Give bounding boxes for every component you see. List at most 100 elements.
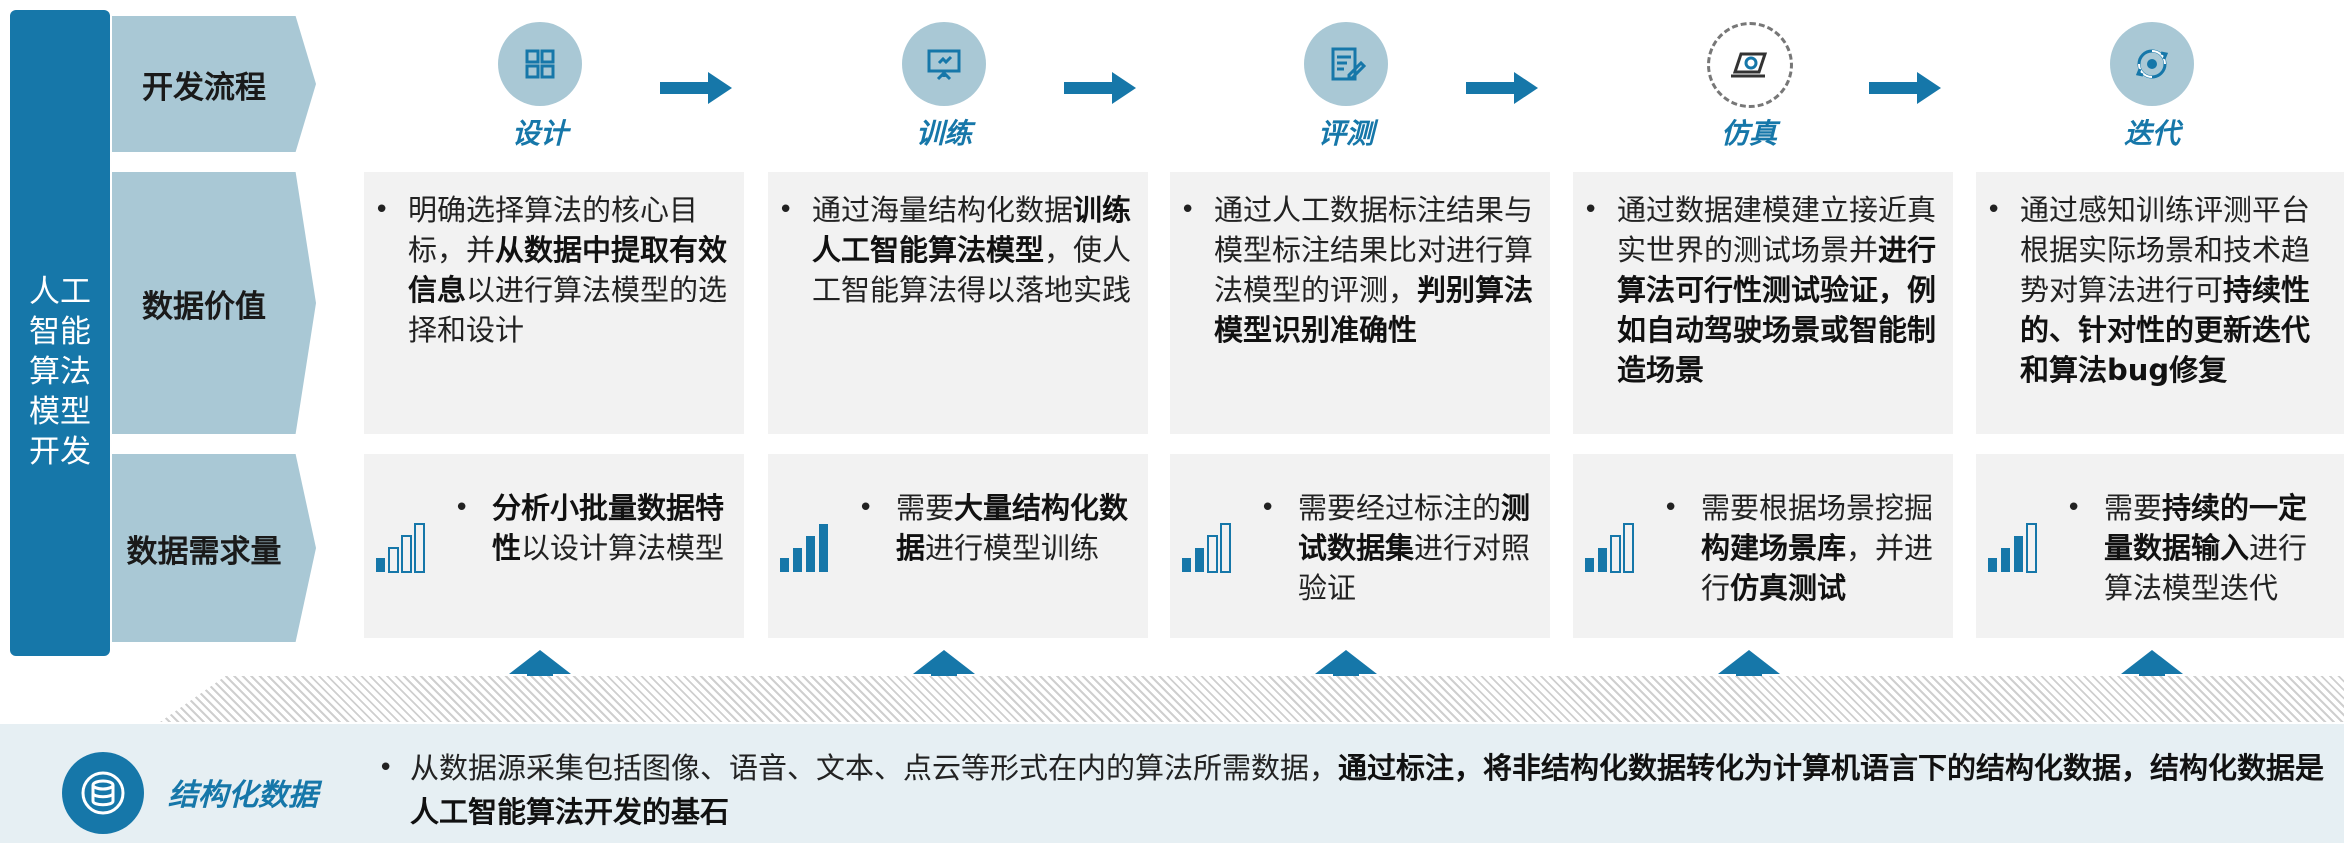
grid-icon [525, 49, 555, 79]
cycle-icon [2135, 49, 2169, 79]
value-text: 以进行算法模型的选择和设计 [408, 273, 728, 347]
structured-data-text: 从数据源采集包括图像、语音、文本、点云等形式在内的算法所需数据，通过标注，将非结… [410, 746, 2340, 834]
demand-text: 需要根据场景挖掘 [1701, 491, 1934, 525]
demand-text: ，并进行 [1701, 531, 1934, 605]
demand-bold-text: 仿真测试 [1730, 571, 1847, 605]
demand-bold-text: 分析小批量数据特性 [492, 491, 725, 565]
data-demand-card: • 分析小批量数据特性以设计算法模型 [364, 454, 744, 638]
signal-bars-icon [1988, 523, 2037, 573]
data-value-card: •明确选择算法的核心目标，并从数据中提取有效信息以进行算法模型的选择和设计 [364, 172, 744, 434]
data-demand-text: 分析小批量数据特性以设计算法模型 [492, 488, 728, 568]
data-demand-text: 需要持续的一定量数据输入进行算法模型迭代 [2104, 488, 2332, 608]
bottom-bold-text: 通过标注，将非结构化数据转化为计算机语言下的结构化数据，结构化数据是人工智能算法… [410, 751, 2325, 829]
signal-bar [1182, 558, 1191, 572]
signal-bar [2014, 536, 2023, 572]
bullet-icon: • [1663, 493, 1679, 523]
step-icon-circle [902, 22, 986, 106]
signal-bars-icon [1182, 523, 1231, 573]
bullet-icon: • [778, 195, 794, 225]
up-arrow-icon [1718, 650, 1780, 696]
bullet-icon: • [454, 493, 470, 523]
row-label-flow-text: 开发流程 [142, 69, 266, 106]
signal-bars-icon [376, 523, 425, 573]
data-value-text: 明确选择算法的核心目标，并从数据中提取有效信息以进行算法模型的选择和设计 [408, 190, 736, 350]
database-icon [62, 752, 144, 834]
up-arrow-icon [509, 650, 571, 696]
value-bold-text: 从数据中提取有效信息 [408, 233, 728, 307]
data-demand-text: 需要大量结构化数据进行模型训练 [896, 488, 1132, 568]
step-icon-circle [498, 22, 582, 106]
up-arrow-icon [1315, 650, 1377, 696]
presentation-icon [927, 49, 961, 81]
step-label: 训练 [915, 117, 972, 150]
signal-bar [1207, 535, 1218, 573]
side-title-line: 开发 [29, 434, 91, 470]
step-label: 仿真 [1720, 117, 1777, 150]
structured-data-label: 结构化数据 [168, 778, 318, 813]
signal-bar [1598, 548, 1607, 572]
data-value-text: 通过海量结构化数据训练人工智能算法模型，使人工智能算法得以落地实践 [812, 190, 1140, 310]
up-arrow-icon [2121, 650, 2183, 696]
data-value-card: •通过人工数据标注结果与模型标注结果比对进行算法模型的评测，判别算法模型识别准确… [1170, 172, 1550, 434]
laptop-gear-icon [1731, 52, 1768, 78]
data-value-card: •通过感知训练评测平台根据实际场景和技术趋势对算法进行可持续性的、针对性的更新迭… [1976, 172, 2344, 434]
bullet-icon: • [1260, 493, 1276, 523]
data-demand-card: • 需要大量结构化数据进行模型训练 [768, 454, 1148, 638]
bullet-icon: • [378, 753, 394, 783]
data-demand-text: 需要根据场景挖掘构建场景库，并进行仿真测试 [1701, 488, 1937, 608]
signal-bar [1988, 558, 1997, 572]
side-title-line: 算法 [29, 354, 91, 390]
step-label: 迭代 [2123, 117, 2180, 150]
data-demand-card: • 需要经过标注的测试数据集进行对照验证 [1170, 454, 1550, 638]
signal-bar [1195, 548, 1204, 572]
hatched-base [160, 676, 2344, 722]
value-text: 通过感知训练评测平台根据实际场景和技术趋势对算法进行可 [2020, 193, 2311, 307]
row-label-value-text: 数据价值 [142, 288, 266, 325]
flow-arrow-icon [1064, 70, 1136, 106]
demand-text: 进行对照验证 [1298, 531, 1531, 605]
value-text: 明确选择算法的核心目标，并 [408, 193, 699, 267]
signal-bar [1610, 535, 1621, 573]
signal-bar [2001, 548, 2010, 572]
signal-bar [401, 535, 412, 573]
flow-arrow-icon [660, 70, 732, 106]
signal-bar [819, 524, 828, 572]
value-bold-text: 进行算法可行性测试验证，例如自动驾驶场景或智能制造场景 [1617, 233, 1937, 387]
demand-text: 需要经过标注的 [1298, 491, 1502, 525]
row-label-demand: 数据需求量 [112, 454, 316, 642]
signal-bar [793, 548, 802, 572]
signal-bars-icon [780, 524, 828, 572]
signal-bar [388, 547, 399, 573]
bullet-icon: • [2066, 493, 2082, 523]
demand-text: 需要 [896, 491, 955, 525]
side-title-line: 智能 [29, 314, 91, 350]
value-text: 通过数据建模建立接近真实世界的测试场景并 [1617, 193, 1937, 267]
demand-text: 以设计算法模型 [521, 531, 725, 565]
demand-text: 进行模型训练 [925, 531, 1100, 565]
bullet-icon: • [858, 493, 874, 523]
bullet-icon: • [1180, 195, 1196, 225]
signal-bar [2026, 523, 2037, 573]
demand-text: 需要 [2104, 491, 2163, 525]
data-demand-card: • 需要持续的一定量数据输入进行算法模型迭代 [1976, 454, 2344, 638]
signal-bar [376, 558, 385, 572]
demand-bold-text: 持续的一定量数据输入 [2104, 491, 2308, 565]
side-title-line: 人工 [29, 274, 91, 310]
data-demand-card: • 需要根据场景挖掘构建场景库，并进行仿真测试 [1573, 454, 1953, 638]
signal-bar [414, 523, 425, 573]
row-label-value: 数据价值 [112, 172, 316, 434]
up-arrow-icon [913, 650, 975, 696]
bottom-text: 从数据源采集包括图像、语音、文本、点云等形式在内的算法所需数据， [410, 751, 1339, 785]
step-icon-circle [1707, 22, 1793, 108]
row-label-demand-text: 数据需求量 [126, 533, 282, 570]
edit-document-icon [1331, 47, 1367, 81]
signal-bar [806, 536, 815, 572]
bullet-icon: • [1986, 195, 2002, 225]
signal-bar [780, 558, 789, 572]
side-title-line: 模型 [29, 394, 91, 430]
step-icon-circle [2110, 22, 2194, 106]
data-value-card: • 通过海量结构化数据训练人工智能算法模型，使人工智能算法得以落地实践 [768, 172, 1148, 434]
value-text: ，使人工智能算法得以落地实践 [812, 233, 1132, 307]
step-label: 设计 [511, 117, 568, 150]
demand-bold-text: 测试数据集 [1298, 491, 1531, 565]
